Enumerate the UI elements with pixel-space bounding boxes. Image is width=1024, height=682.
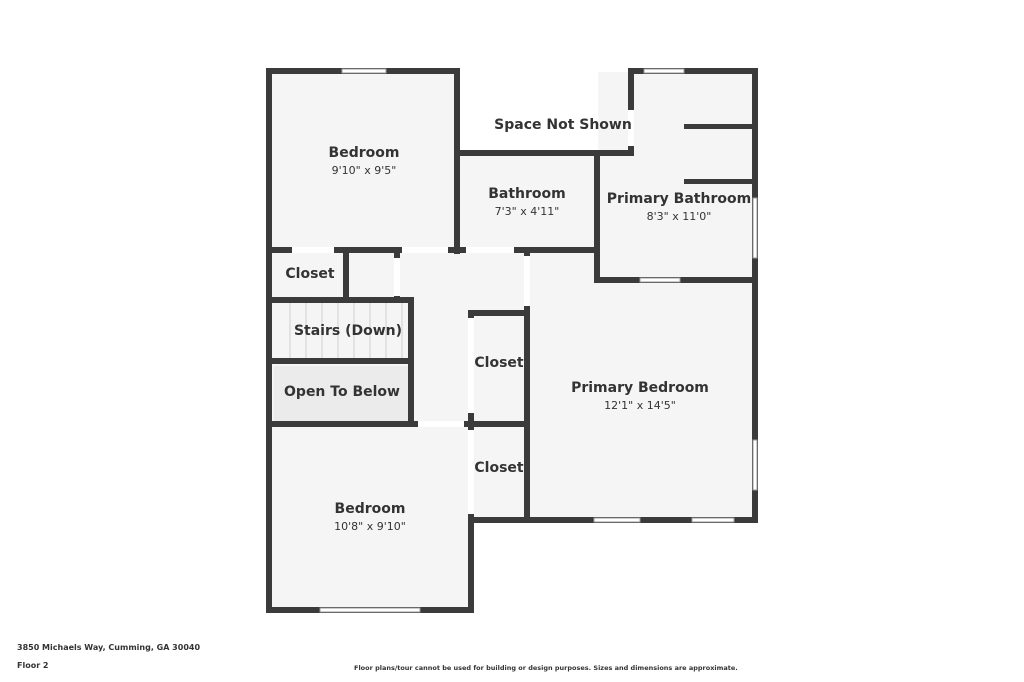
room-name-primary-bathroom: Primary Bathroom (607, 191, 751, 207)
room-dims-bedroom-bottom: 10'8" x 9'10" (334, 520, 406, 533)
room-dims-primary-bathroom: 8'3" x 11'0" (647, 210, 712, 223)
room-dims-primary-bedroom: 12'1" x 14'5" (604, 399, 676, 412)
stair-treads (289, 303, 403, 358)
room-name-closet-low: Closet (474, 460, 524, 476)
room-dims-bathroom: 7'3" x 4'11" (495, 205, 560, 218)
room-name-bedroom-top: Bedroom (329, 145, 400, 161)
footer-disclaimer: Floor plans/tour cannot be used for buil… (354, 664, 738, 672)
room-name-closet-mid: Closet (474, 355, 524, 371)
room-name-open-to-below: Open To Below (284, 384, 400, 400)
room-name-space-not-shown: Space Not Shown (494, 117, 632, 133)
room-name-primary-bedroom: Primary Bedroom (571, 380, 709, 396)
footer-floor: Floor 2 (17, 661, 49, 670)
footer-address: 3850 Michaels Way, Cumming, GA 30040 (17, 643, 201, 652)
room-name-stairs: Stairs (Down) (294, 323, 402, 339)
windows (319, 68, 758, 613)
room-name-bedroom-bottom: Bedroom (335, 501, 406, 517)
room-dims-bedroom-top: 9'10" x 9'5" (332, 164, 397, 177)
door-openings (292, 110, 634, 514)
room-name-bathroom: Bathroom (488, 186, 566, 202)
room-name-closet-top: Closet (285, 266, 335, 282)
